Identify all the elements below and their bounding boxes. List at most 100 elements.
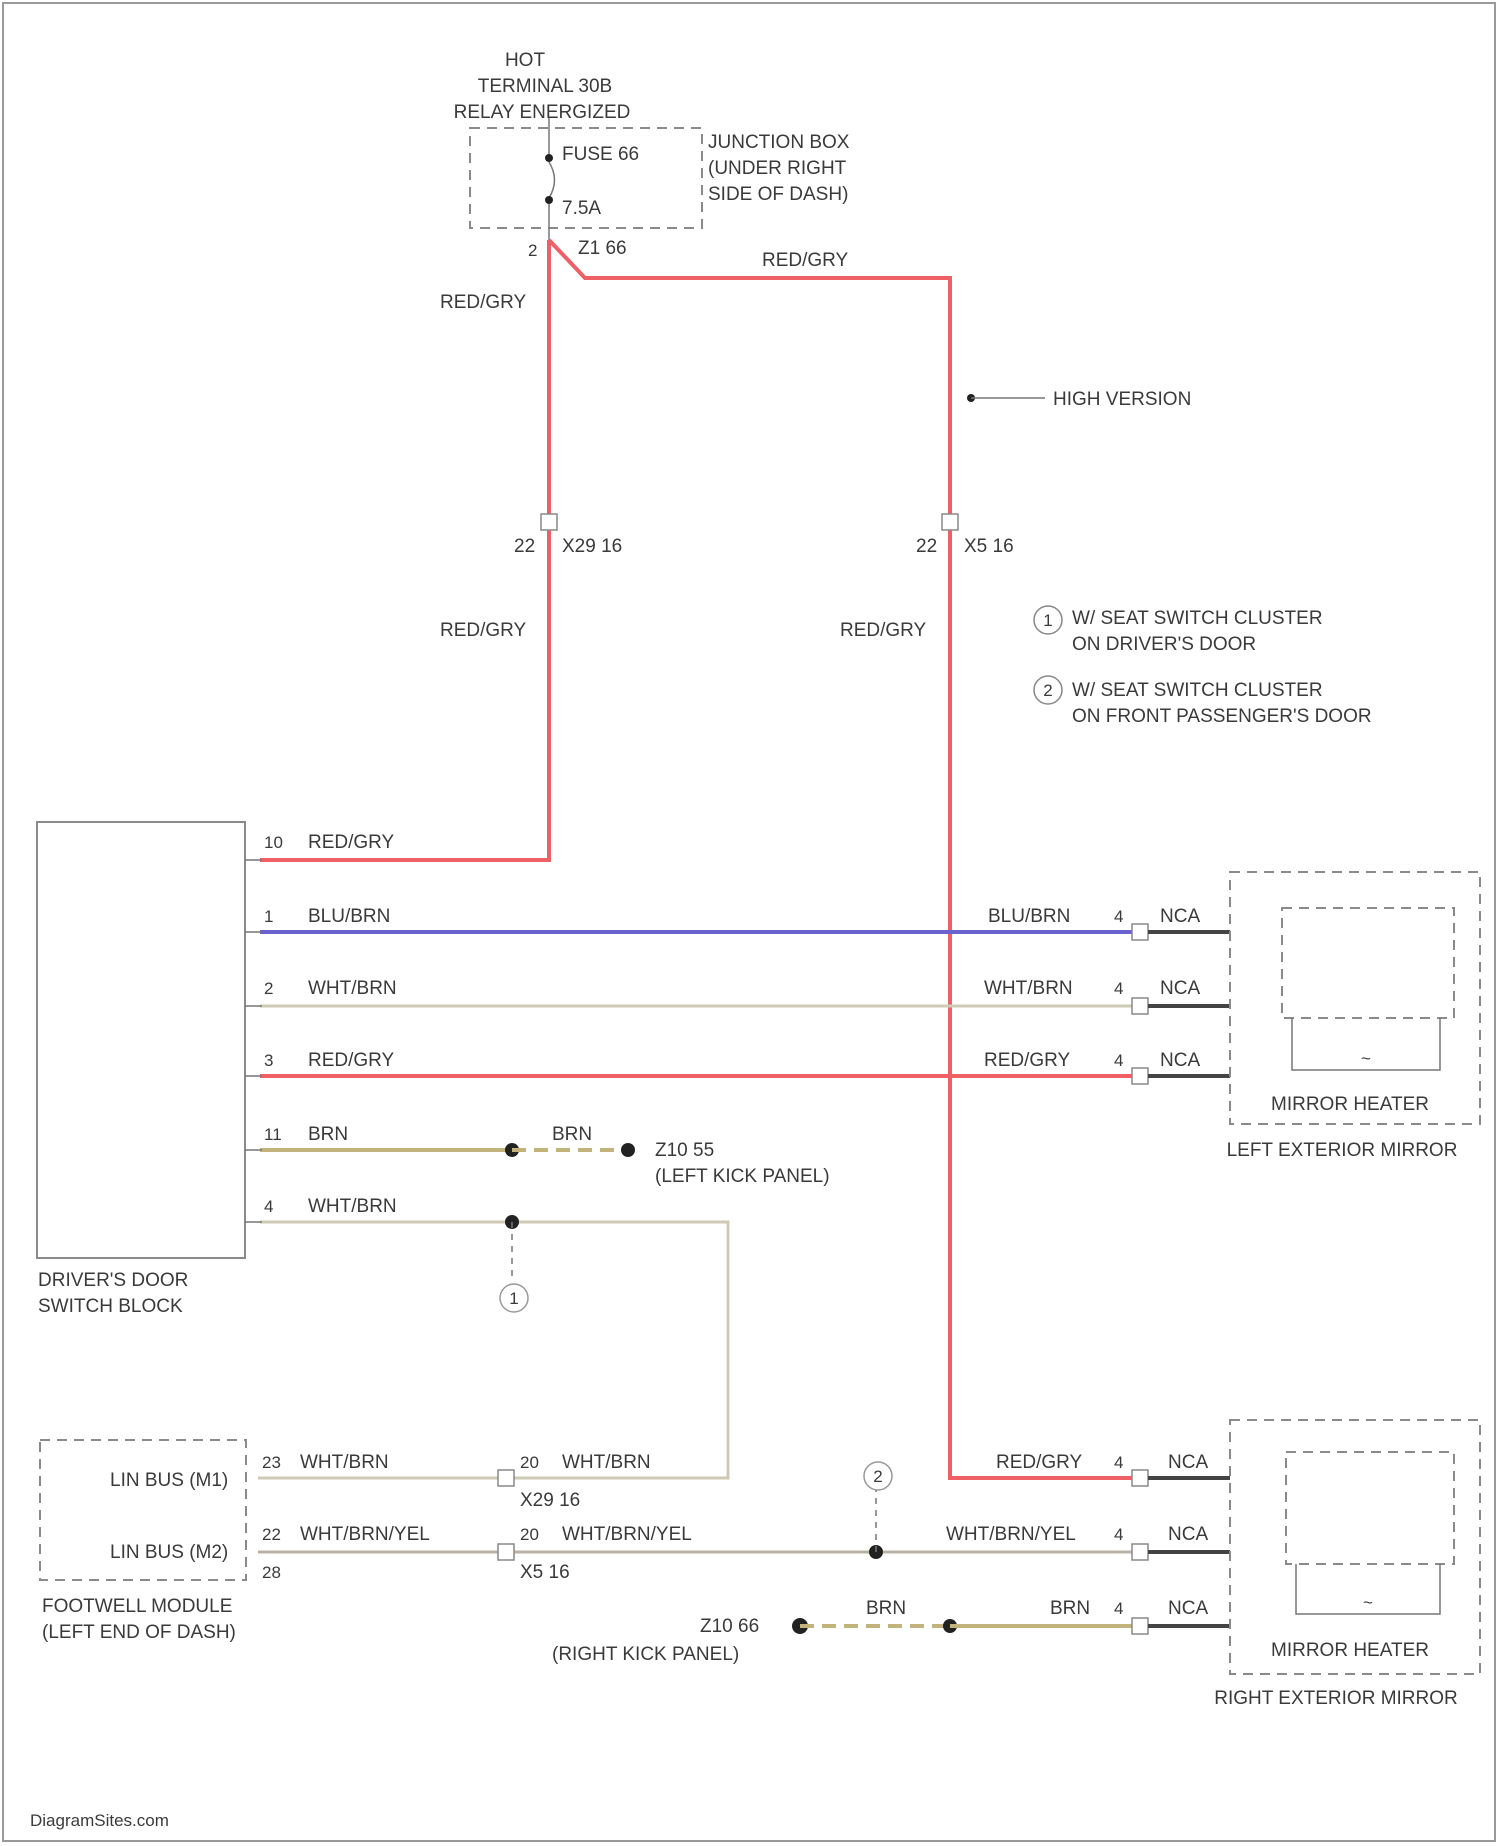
wire-label-brn-right-2: BRN	[1050, 1598, 1090, 1619]
junction-box-label-3: SIDE OF DASH)	[708, 184, 848, 205]
nca-label-3: NCA	[1160, 1050, 1200, 1071]
left-mirror-pin-3	[1132, 1068, 1148, 1084]
legend-1-num: 1	[1043, 611, 1052, 630]
wire-label-red-gry-right: RED/GRY	[996, 1452, 1083, 1473]
junction-box-label-2: (UNDER RIGHT	[708, 158, 847, 179]
switch-pin-stubs	[245, 860, 262, 1222]
wire-label-red-gry-3: RED/GRY	[440, 620, 527, 641]
switch-pin-11: 11	[264, 1125, 282, 1144]
right-ground-label-2: (RIGHT KICK PANEL)	[552, 1644, 739, 1665]
right-mirror-wires: RED/GRY BRN BRN Z10 66 (RIGHT KICK PANEL…	[552, 1452, 1230, 1665]
wire-label-blu-brn-2: BLU/BRN	[988, 906, 1070, 927]
footwell-module: LIN BUS (M1) LIN BUS (M2) 23 22 28 FOOTW…	[40, 1440, 281, 1643]
left-ground-label-2: (LEFT KICK PANEL)	[655, 1166, 830, 1187]
left-mirror-pin-2	[1132, 998, 1148, 1014]
x29-20-pin: 20	[520, 1453, 539, 1472]
legend: 1 W/ SEAT SWITCH CLUSTER ON DRIVER'S DOO…	[1034, 606, 1372, 727]
hot-label-3: RELAY ENERGIZED	[454, 102, 631, 123]
callout-1-num: 1	[509, 1289, 518, 1308]
nca-label-r1: NCA	[1168, 1452, 1208, 1473]
wire-label-brn-right-1: BRN	[866, 1598, 906, 1619]
junction-pin: 2	[528, 241, 537, 260]
left-mirror-pin-1	[1132, 924, 1148, 940]
right-mirror-pin-2	[1132, 1544, 1148, 1560]
drivers-door-switch-block: DRIVER'S DOOR SWITCH BLOCK 10 1 2 3 11 4	[37, 822, 283, 1317]
wire-label-red-gry-1: RED/GRY	[440, 292, 527, 313]
left-mirror-pin-label-3: 4	[1114, 1051, 1123, 1070]
left-ground-circuit: BRN BRN Z10 55 (LEFT KICK PANEL)	[260, 1124, 830, 1187]
right-mirror-pin-3	[1132, 1618, 1148, 1634]
right-mirror-pin-label-1: 4	[1114, 1453, 1123, 1472]
fuse-element	[549, 162, 555, 198]
callout-2-num: 2	[873, 1467, 882, 1486]
switch-pin-2: 2	[264, 979, 273, 998]
left-mirror-label: LEFT EXTERIOR MIRROR	[1227, 1140, 1458, 1161]
hot-label-1: HOT	[505, 50, 546, 71]
legend-2-line-2: ON FRONT PASSENGER'S DOOR	[1072, 706, 1372, 727]
hot-label-2: TERMINAL 30B	[478, 76, 612, 97]
legend-2-line-1: W/ SEAT SWITCH CLUSTER	[1072, 680, 1323, 701]
wire-red-gry-left-branch	[260, 240, 549, 860]
left-mirror-inner	[1282, 908, 1454, 1018]
wire-label-red-gry-pin3-2: RED/GRY	[984, 1050, 1071, 1071]
wire-label-brn-2: BRN	[552, 1124, 592, 1145]
switch-block-label-2: SWITCH BLOCK	[38, 1296, 183, 1317]
footwell-label-1: FOOTWELL MODULE	[42, 1596, 232, 1617]
left-mirror-pin-label-2: 4	[1114, 979, 1123, 998]
x5-20-pin: 20	[520, 1525, 539, 1544]
nca-label-2: NCA	[1160, 978, 1200, 999]
x29-20-label: X29 16	[520, 1490, 580, 1511]
wire-label-blu-brn-1: BLU/BRN	[308, 906, 390, 927]
footwell-pin-22: 22	[262, 1525, 281, 1544]
wire-label-red-gry-2: RED/GRY	[762, 250, 849, 271]
footwell-label-2: (LEFT END OF DASH)	[42, 1622, 236, 1643]
right-mirror-pin-1	[1132, 1470, 1148, 1486]
x29-label: X29 16	[562, 536, 622, 557]
switch-pin-10: 10	[264, 833, 283, 852]
wire-label-wht-brn-pin4: WHT/BRN	[308, 1196, 397, 1217]
wire-label-wby-1: WHT/BRN/YEL	[300, 1524, 430, 1545]
footwell-pin-23: 23	[262, 1453, 281, 1472]
fuse-label: FUSE 66	[562, 144, 639, 165]
wire-label-red-gry-pin10: RED/GRY	[308, 832, 395, 853]
connector-x29-22	[541, 514, 557, 530]
connector-x29-20	[498, 1470, 514, 1486]
legend-2-num: 2	[1043, 681, 1052, 700]
footwell-conn: 28	[262, 1563, 281, 1582]
right-ground-label-1: Z10 66	[700, 1616, 759, 1637]
x5-pin: 22	[916, 536, 937, 557]
right-mirror-pin-label-3: 4	[1114, 1599, 1123, 1618]
switch-block-label-1: DRIVER'S DOOR	[38, 1270, 188, 1291]
wire-label-wby-3: WHT/BRN/YEL	[946, 1524, 1076, 1545]
left-heater-symbol: ~	[1361, 1049, 1371, 1068]
power-source: HOT TERMINAL 30B RELAY ENERGIZED JUNCTIO…	[454, 50, 850, 260]
left-mirror-wires: BLU/BRN BLU/BRN WHT/BRN WHT/BRN RED/GRY …	[260, 906, 1230, 1084]
wire-label-brn-1: BRN	[308, 1124, 348, 1145]
switch-block-outline	[37, 822, 245, 1258]
wire-wht-brn-pin4	[260, 1222, 728, 1478]
wire-red-gry-right-branch	[549, 240, 1140, 1478]
legend-1-line-1: W/ SEAT SWITCH CLUSTER	[1072, 608, 1323, 629]
fuse-rating: 7.5A	[562, 198, 601, 219]
right-mirror-label: RIGHT EXTERIOR MIRROR	[1214, 1688, 1458, 1709]
left-exterior-mirror: ~ MIRROR HEATER LEFT EXTERIOR MIRROR	[1227, 872, 1480, 1161]
high-version-label: HIGH VERSION	[1053, 389, 1191, 410]
lin-bus-circuit: WHT/BRN 1 WHT/BRN WHT/BRN 20 X29 16 WHT/…	[258, 1196, 1140, 1583]
fuse-terminal-bottom	[545, 196, 553, 204]
legend-1-line-2: ON DRIVER'S DOOR	[1072, 634, 1256, 655]
x29-pin: 22	[514, 536, 535, 557]
wire-label-wht-brn-1: WHT/BRN	[308, 978, 397, 999]
watermark: DiagramSites.com	[30, 1811, 169, 1830]
junction-box-label-1: JUNCTION BOX	[708, 132, 850, 153]
x5-label: X5 16	[964, 536, 1014, 557]
left-mirror-heater-label: MIRROR HEATER	[1271, 1094, 1429, 1115]
left-mirror-outline	[1230, 872, 1480, 1124]
nca-label-r3: NCA	[1168, 1598, 1208, 1619]
wire-label-wby-2: WHT/BRN/YEL	[562, 1524, 692, 1545]
right-mirror-inner	[1286, 1452, 1454, 1564]
switch-pin-3: 3	[264, 1051, 273, 1070]
right-mirror-pin-label-2: 4	[1114, 1525, 1123, 1544]
x5-20-label: X5 16	[520, 1562, 570, 1583]
red-gry-feed: RED/GRY RED/GRY HIGH VERSION 22 X29 16 2…	[260, 240, 1191, 1478]
